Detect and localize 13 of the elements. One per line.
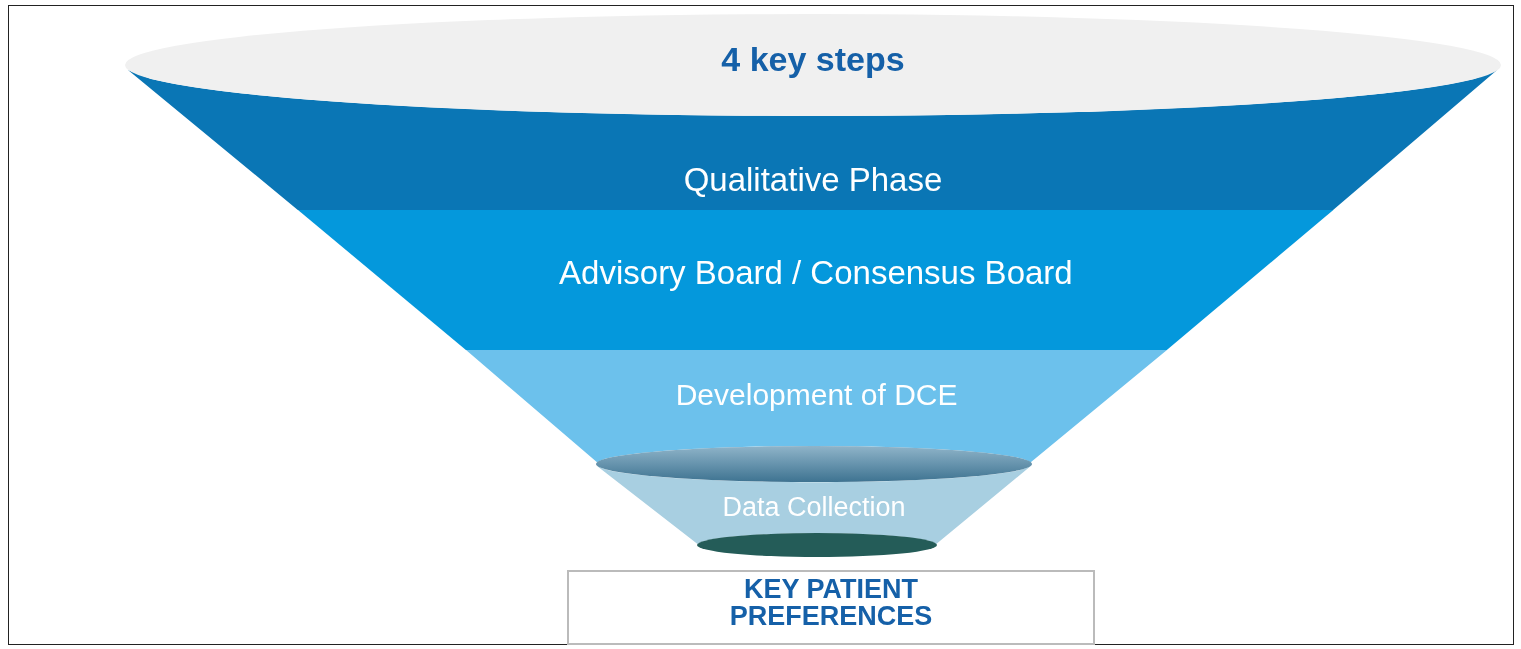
band-label: Data Collection — [722, 494, 906, 521]
funnel-band — [597, 465, 1031, 544]
result-box — [567, 570, 1095, 645]
funnel-ring — [596, 446, 1032, 482]
band-label: Advisory Board / Consensus Board — [559, 256, 1073, 289]
result-label: KEY PATIENT PREFERENCES — [728, 576, 934, 630]
funnel-top-ellipse — [125, 14, 1501, 116]
band-label: Qualitative Phase — [683, 163, 943, 196]
funnel-band — [298, 210, 1334, 350]
funnel-band — [466, 350, 1168, 463]
funnel-title: 4 key steps — [721, 42, 905, 76]
funnel-bottom-ellipse — [697, 533, 937, 557]
band-label: Development of DCE — [674, 380, 959, 410]
